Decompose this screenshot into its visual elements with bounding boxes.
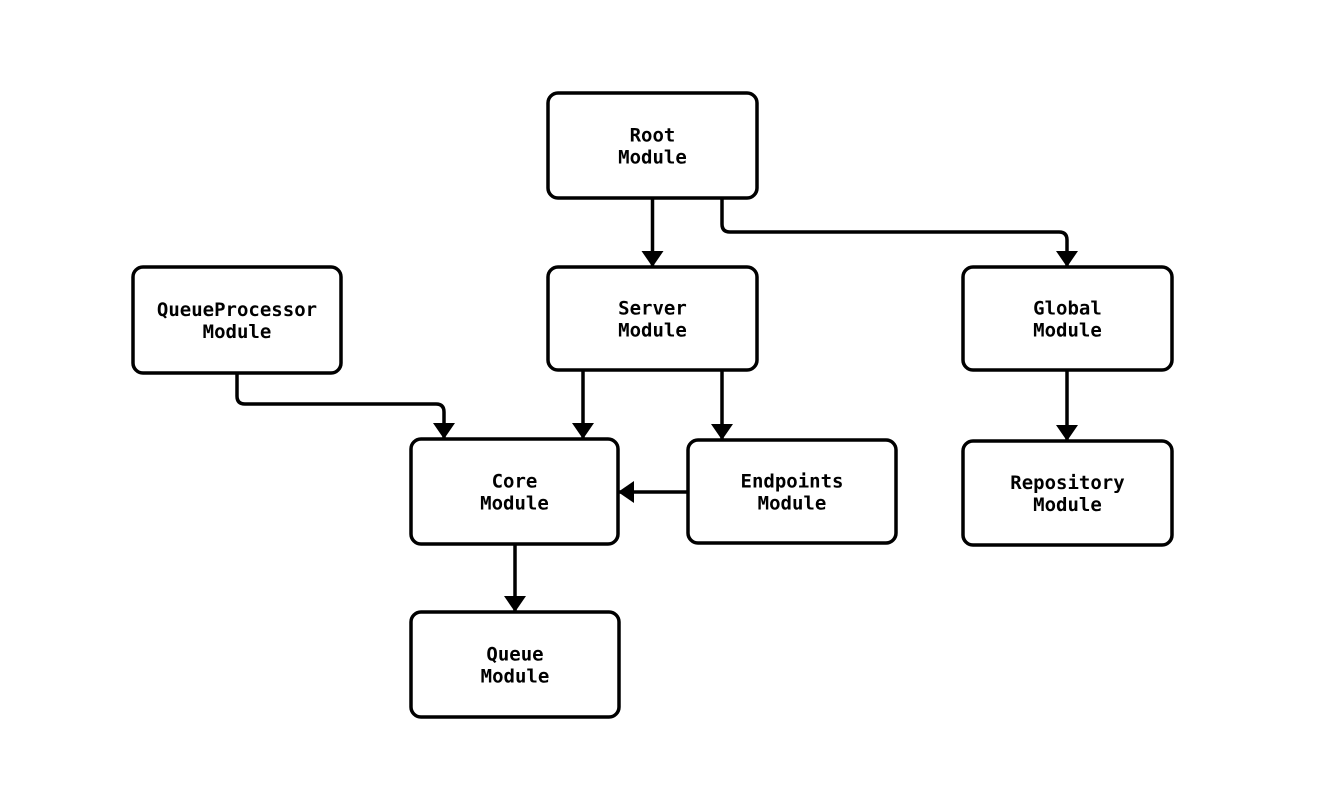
edge-root-to-global — [720, 198, 1078, 267]
node-core-box — [409, 437, 620, 546]
node-global-box — [961, 265, 1174, 372]
edge-queueprocessor-to-core — [235, 373, 455, 439]
node-repository-box — [961, 439, 1174, 547]
node-root-box — [546, 91, 759, 200]
node-endpoints-box — [686, 438, 898, 545]
node-server-box — [546, 265, 759, 372]
node-queue-box — [409, 610, 621, 719]
node-queueprocessor-box — [131, 265, 343, 375]
